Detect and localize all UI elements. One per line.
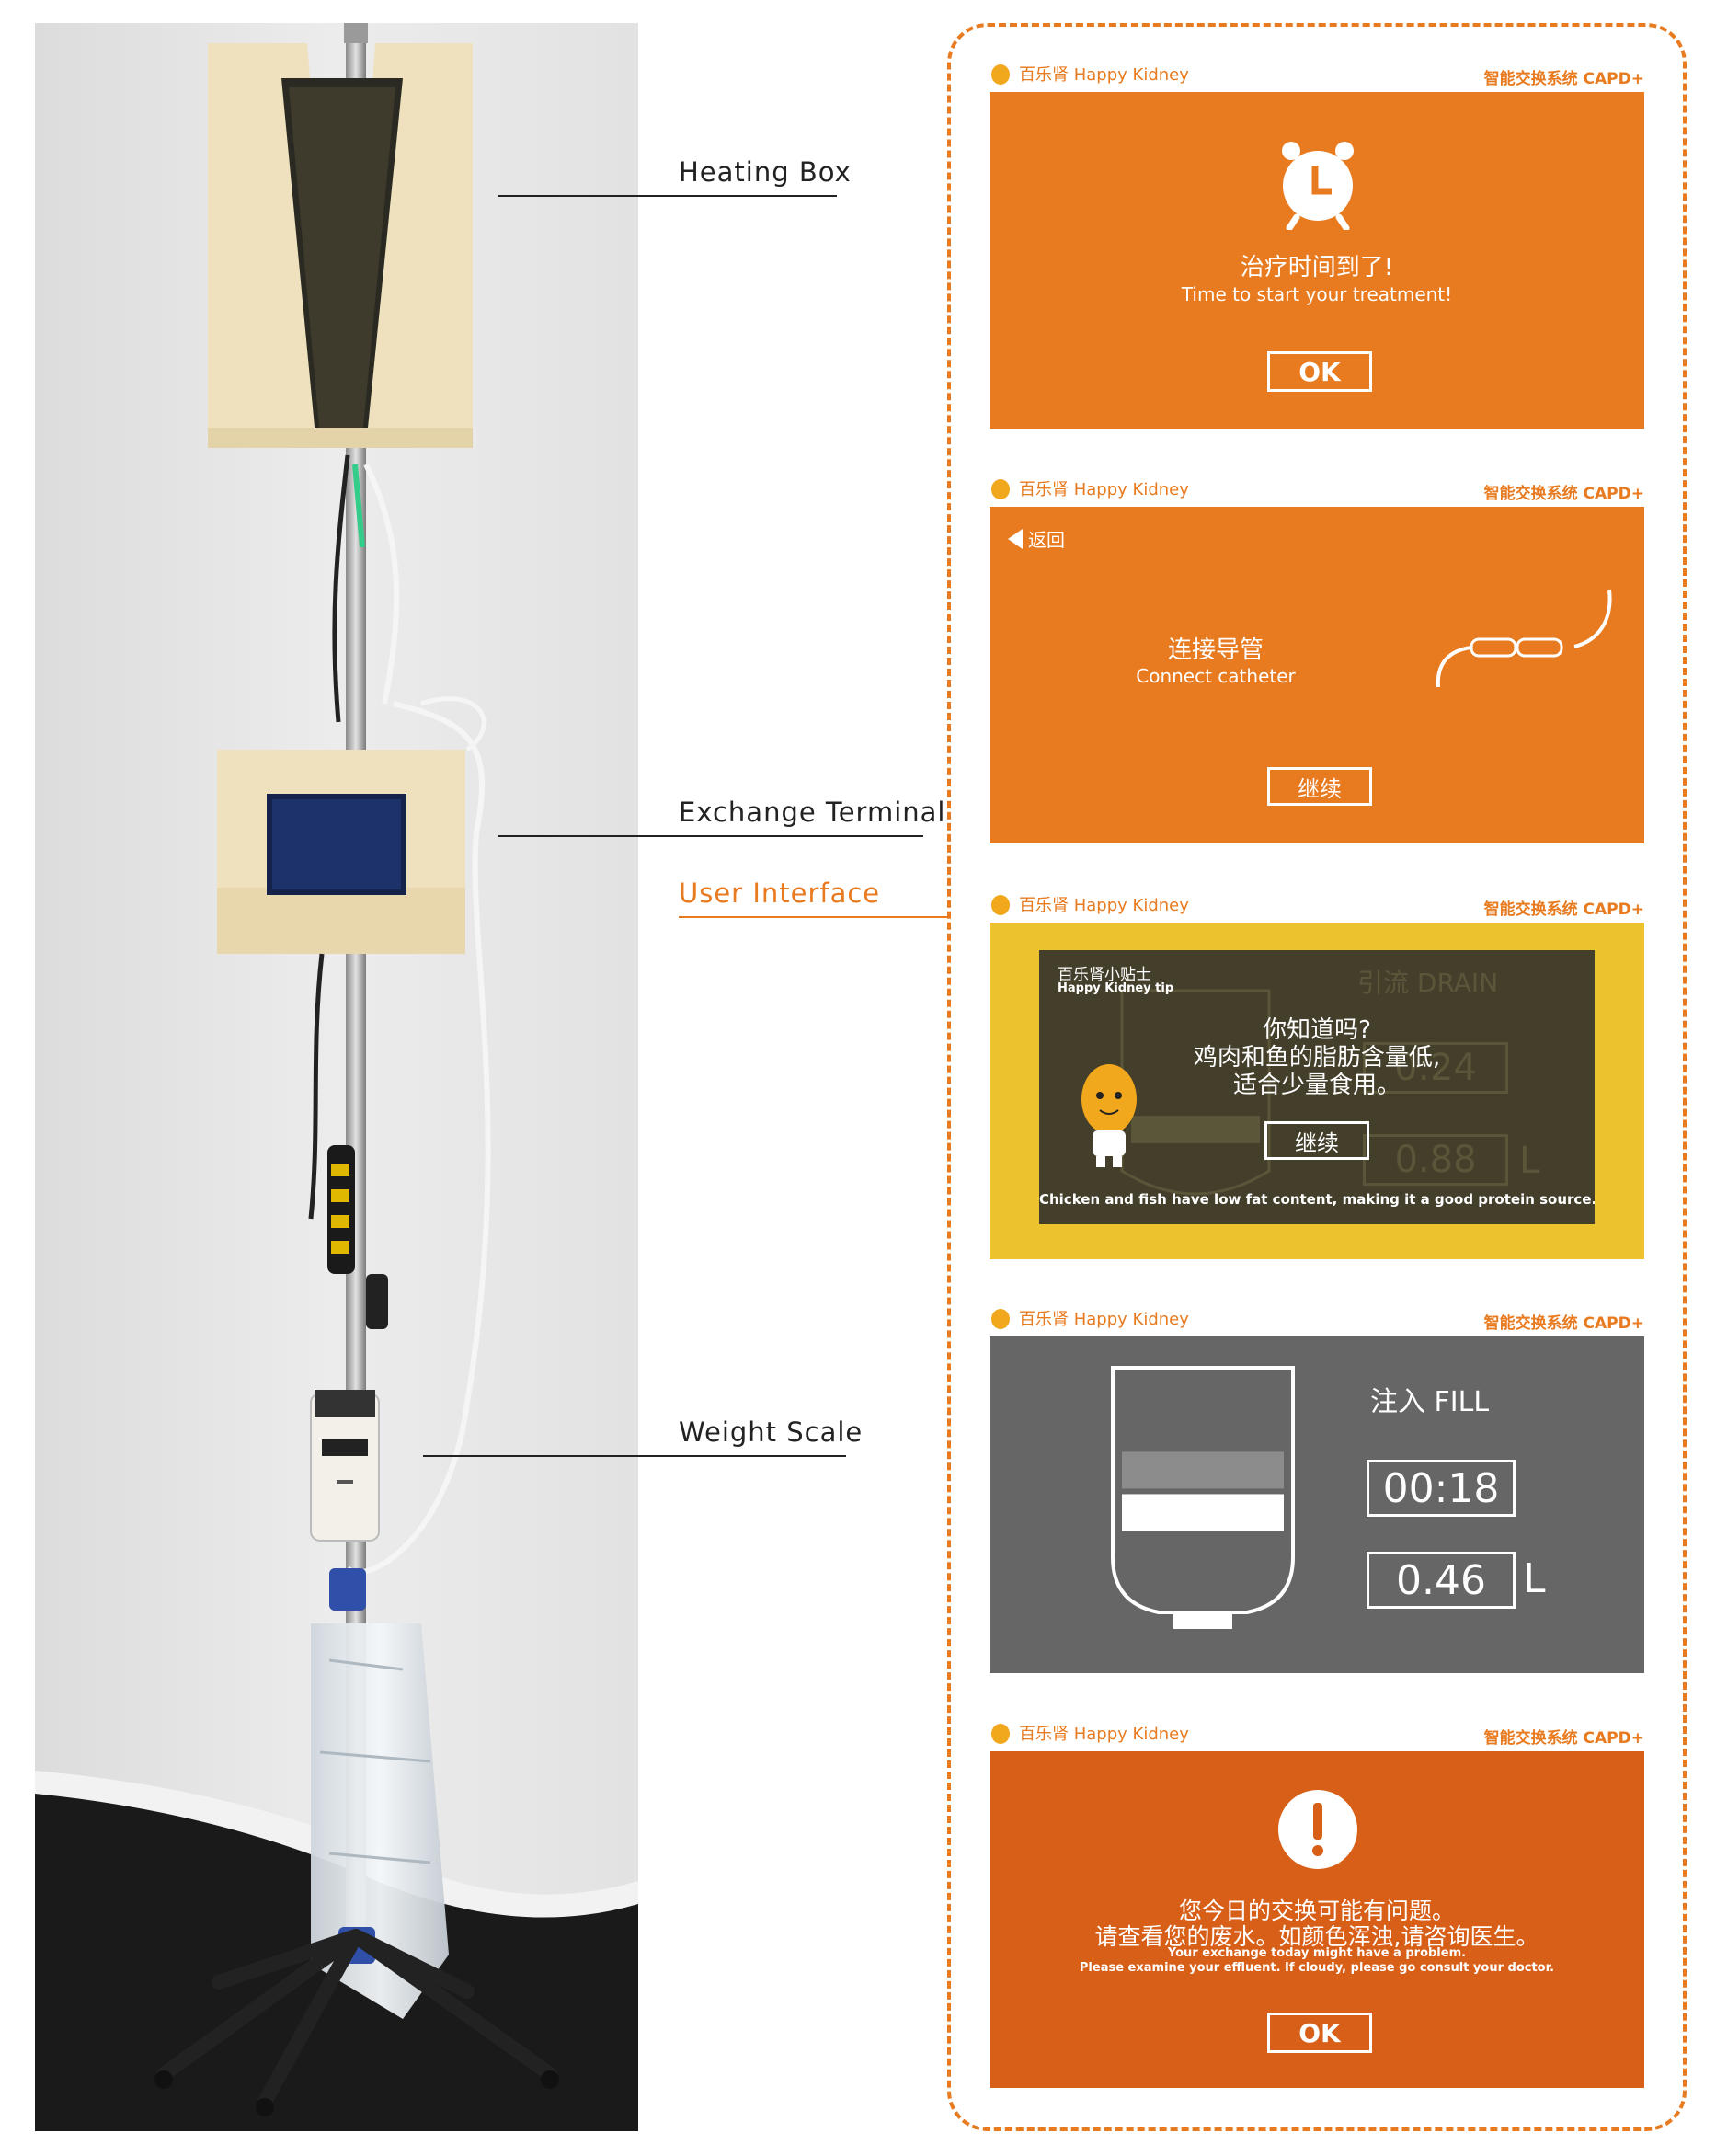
back-arrow-icon [1008, 528, 1023, 549]
warning-screen: 您今日的交换可能有问题。 请查看您的废水。如颜色浑浊,请咨询医生。 Your e… [990, 1751, 1644, 2088]
system-name: 智能交换系统 CAPD+ [1483, 70, 1644, 88]
alarm-title-cn: 治疗时间到了! [1240, 254, 1394, 281]
tip-footer: Chicken and fish have low fat content, m… [1039, 1191, 1595, 1208]
screen-header: 百乐肾 Happy Kidney 智能交换系统 CAPD+ [990, 892, 1644, 922]
kidney-mascot-icon [991, 1309, 1010, 1329]
callout-weight-scale: Weight Scale [679, 1416, 864, 1448]
warning-line-2-en: Please examine your effluent. If cloudy,… [1079, 1961, 1555, 1975]
back-label: 返回 [1028, 529, 1065, 551]
brand-name: 百乐肾 Happy Kidney [1019, 480, 1189, 499]
kidney-mascot-icon [991, 479, 1010, 499]
callout-line-exchange-terminal [498, 835, 923, 837]
ui-screens-frame [947, 23, 1687, 2131]
tip-line-1: 鸡肉和鱼的脂肪含量低, [1193, 1044, 1441, 1072]
fill-level-band [1122, 1451, 1284, 1489]
callout-line-weight-scale [423, 1455, 846, 1457]
brand-name: 百乐肾 Happy Kidney [1019, 1725, 1189, 1744]
tip-title-cn: 百乐肾小贴士 [1058, 966, 1151, 984]
callout-exchange-terminal: Exchange Terminal [679, 797, 946, 828]
screen-header: 百乐肾 Happy Kidney 智能交换系统 CAPD+ [990, 1721, 1644, 1750]
brand-name: 百乐肾 Happy Kidney [1019, 65, 1189, 85]
brand-name: 百乐肾 Happy Kidney [1019, 896, 1189, 915]
callout-line-heating-box [498, 195, 837, 197]
alarm-screen: 治疗时间到了! Time to start your treatment! OK [990, 92, 1644, 429]
connect-title-cn: 连接导管 [1167, 636, 1264, 664]
warning-line-2-cn: 请查看您的废水。如颜色浑浊,请咨询医生。 [1094, 1923, 1539, 1950]
bg-unit: L [1519, 1140, 1540, 1182]
bg-volume-box: 0.88 [1363, 1134, 1508, 1186]
callout-user-interface: User Interface [679, 877, 881, 909]
screen-header: 百乐肾 Happy Kidney 智能交换系统 CAPD+ [990, 476, 1644, 506]
system-name: 智能交换系统 CAPD+ [1483, 1314, 1644, 1333]
continue-button[interactable]: 继续 [1264, 1121, 1369, 1160]
volume-display: 0.46 [1367, 1552, 1516, 1609]
alarm-clock-icon [1282, 142, 1354, 230]
system-name: 智能交换系统 CAPD+ [1483, 485, 1644, 503]
brand-name: 百乐肾 Happy Kidney [1019, 1310, 1189, 1329]
callout-line-user-interface [679, 916, 947, 918]
callout-heating-box: Heating Box [679, 156, 852, 188]
catheter-icon [1436, 589, 1612, 688]
screen-header: 百乐肾 Happy Kidney 智能交换系统 CAPD+ [990, 62, 1644, 91]
tip-line-2: 适合少量食用。 [1232, 1072, 1401, 1099]
tip-title-en: Happy Kidney tip [1058, 981, 1174, 995]
tip-dialog: 引流 DRAIN 0:24 0.88 L 百乐肾小贴士 Happy Kidney… [1039, 950, 1595, 1224]
fill-level-liquid [1122, 1494, 1284, 1531]
kidney-mascot-icon [991, 895, 1010, 915]
continue-button[interactable]: 继续 [1267, 767, 1372, 806]
system-name: 智能交换系统 CAPD+ [1483, 900, 1644, 919]
back-link[interactable]: 返回 [1008, 525, 1065, 552]
connect-title-en: Connect catheter [1136, 665, 1296, 687]
system-name: 智能交换系统 CAPD+ [1483, 1729, 1644, 1748]
warning-line-1-cn: 您今日的交换可能有问题。 [1178, 1898, 1455, 1924]
alarm-title-en: Time to start your treatment! [1181, 283, 1453, 305]
kidney-mascot-icon [1081, 1064, 1137, 1167]
kidney-mascot-icon [991, 64, 1010, 85]
connect-screen: 返回 连接导管 Connect catheter 继续 [990, 507, 1644, 843]
ok-button[interactable]: OK [1267, 351, 1372, 392]
warning-line-1-en: Your exchange today might have a problem… [1167, 1946, 1467, 1960]
screen-header: 百乐肾 Happy Kidney 智能交换系统 CAPD+ [990, 1306, 1644, 1336]
fill-screen: 注入 FILL 00:18 0.46 L [990, 1336, 1644, 1673]
tip-question: 你知道吗? [1263, 1016, 1371, 1044]
bg-time-box: 0:24 [1363, 1042, 1508, 1094]
ok-button[interactable]: OK [1267, 2013, 1372, 2053]
tip-screen: 引流 DRAIN 0:24 0.88 L 百乐肾小贴士 Happy Kidney… [990, 923, 1644, 1259]
exclamation-icon [1278, 1790, 1357, 1869]
device-photo [35, 23, 638, 2131]
mode-label: 注入 FILL [1370, 1386, 1490, 1418]
bg-bag-icon [1120, 989, 1271, 1196]
bg-mode-label: 引流 DRAIN [1357, 968, 1499, 998]
dialysate-bag-icon [1111, 1366, 1295, 1629]
kidney-mascot-icon [991, 1724, 1010, 1744]
time-display: 00:18 [1367, 1460, 1516, 1517]
volume-unit: L [1523, 1555, 1546, 1602]
